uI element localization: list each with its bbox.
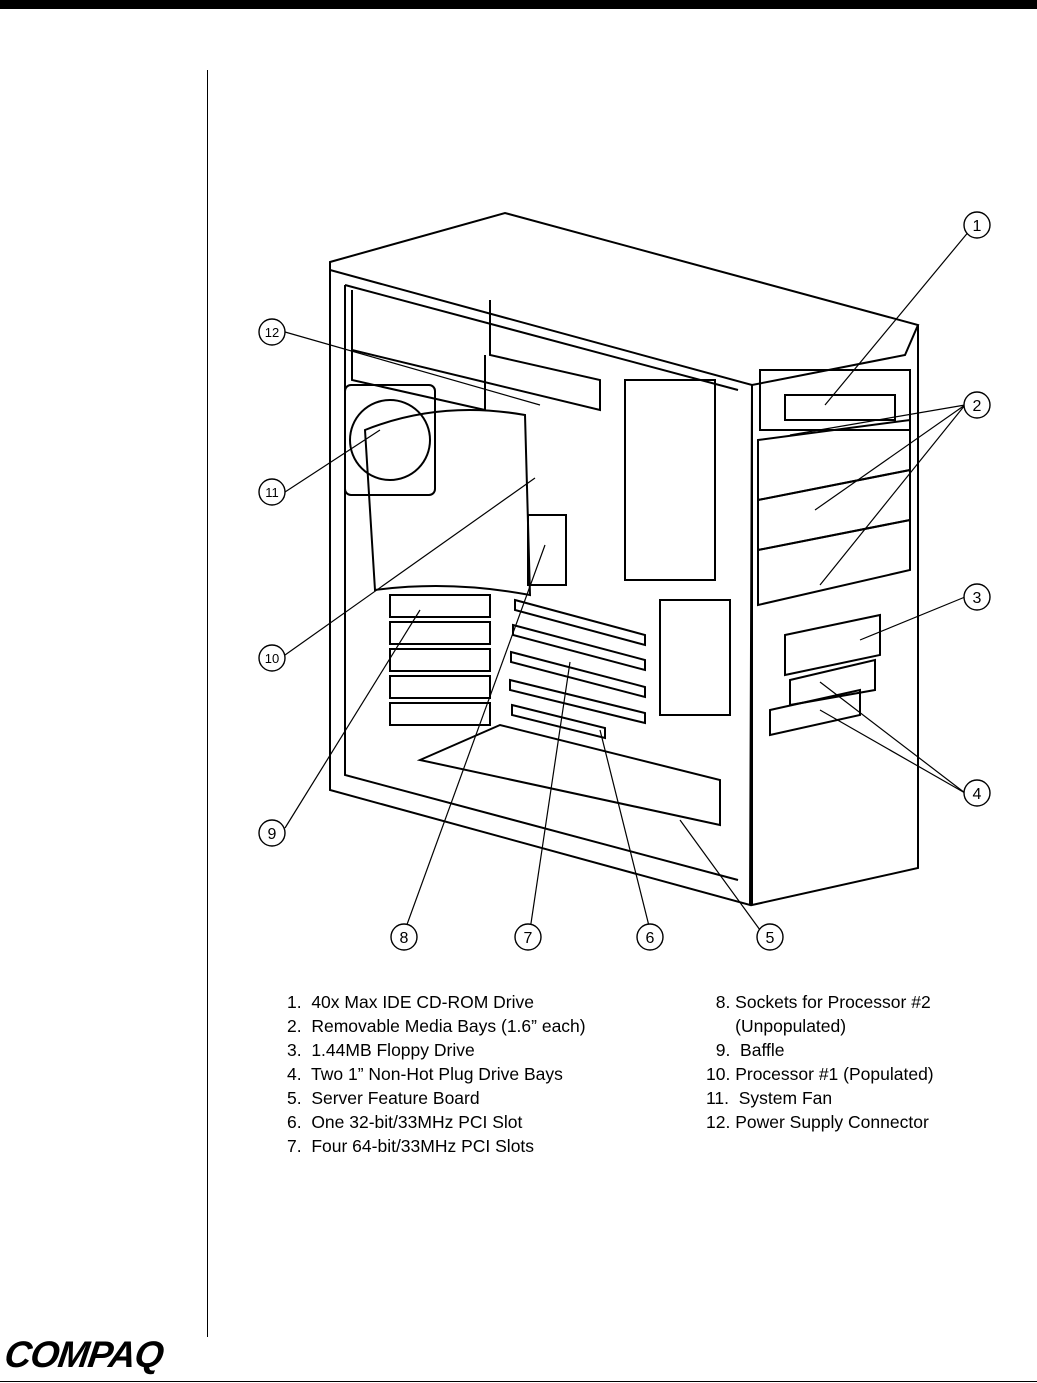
svg-text:1: 1 bbox=[973, 218, 982, 235]
svg-text:6: 6 bbox=[646, 930, 655, 947]
power-supply bbox=[351, 290, 601, 412]
legend-right: 8. Sockets for Processor #2 (Unpopulated… bbox=[706, 990, 934, 1134]
legend-item: 7. Four 64-bit/33MHz PCI Slots bbox=[287, 1136, 535, 1156]
svg-text:9: 9 bbox=[268, 826, 277, 843]
callout-3: 3 bbox=[963, 583, 991, 611]
callout-12: 12 bbox=[258, 318, 286, 346]
callout-9: 9 bbox=[258, 819, 286, 847]
legend-item: 9. Baffle bbox=[706, 1040, 785, 1060]
compaq-logo: COMPAQ bbox=[2, 1334, 166, 1375]
legend-item: 3. 1.44MB Floppy Drive bbox=[287, 1040, 475, 1060]
legend-item: 4. Two 1” Non-Hot Plug Drive Bays bbox=[287, 1064, 563, 1084]
svg-text:2: 2 bbox=[973, 398, 982, 415]
server-feature-board bbox=[416, 723, 721, 827]
svg-text:5: 5 bbox=[766, 930, 775, 947]
drive-cage bbox=[659, 599, 731, 716]
baffle bbox=[363, 409, 532, 597]
callout-5: 5 bbox=[756, 923, 784, 951]
svg-text:4: 4 bbox=[973, 786, 982, 803]
svg-text:7: 7 bbox=[524, 930, 533, 947]
legend-item: 1. 40x Max IDE CD-ROM Drive bbox=[287, 992, 534, 1012]
margin-rule bbox=[207, 70, 208, 1337]
server-chassis-diagram: 1 2 3 4 5 6 7 8 9 10 11 12 bbox=[258, 211, 991, 951]
pci-slot-32bit bbox=[511, 703, 606, 740]
legend-item: 11. System Fan bbox=[706, 1088, 833, 1108]
system-fan bbox=[344, 384, 436, 496]
media-bays bbox=[757, 369, 911, 607]
svg-text:3: 3 bbox=[973, 590, 982, 607]
processor-socket-2 bbox=[527, 514, 567, 586]
callout-6: 6 bbox=[636, 923, 664, 951]
legend-item: (Unpopulated) bbox=[706, 1016, 847, 1036]
floppy-and-drive-bays bbox=[769, 613, 881, 737]
callout-7: 7 bbox=[514, 923, 542, 951]
legend-item: 12. Power Supply Connector bbox=[706, 1112, 929, 1132]
callout-11: 11 bbox=[258, 478, 286, 506]
callout-8: 8 bbox=[390, 923, 418, 951]
legend-item: 8. Sockets for Processor #2 bbox=[706, 992, 931, 1012]
callout-4: 4 bbox=[963, 779, 991, 807]
svg-text:11: 11 bbox=[265, 485, 279, 500]
svg-text:12: 12 bbox=[265, 325, 279, 340]
pci-slots-64bit bbox=[509, 598, 646, 725]
pci-brackets bbox=[389, 594, 491, 726]
svg-text:8: 8 bbox=[400, 930, 409, 947]
svg-text:10: 10 bbox=[265, 651, 279, 666]
callout-1: 1 bbox=[963, 211, 991, 239]
legend-item: 6. One 32-bit/33MHz PCI Slot bbox=[287, 1112, 523, 1132]
header-bar bbox=[0, 0, 1037, 9]
legend-left: 1. 40x Max IDE CD-ROM Drive 2. Removable… bbox=[287, 990, 586, 1158]
legend-item: 2. Removable Media Bays (1.6” each) bbox=[287, 1016, 586, 1036]
callout-10: 10 bbox=[258, 644, 286, 672]
legend-item: 10. Processor #1 (Populated) bbox=[706, 1064, 934, 1084]
callout-2: 2 bbox=[963, 391, 991, 419]
legend-item: 5. Server Feature Board bbox=[287, 1088, 480, 1108]
footer-rule bbox=[0, 1381, 1037, 1382]
